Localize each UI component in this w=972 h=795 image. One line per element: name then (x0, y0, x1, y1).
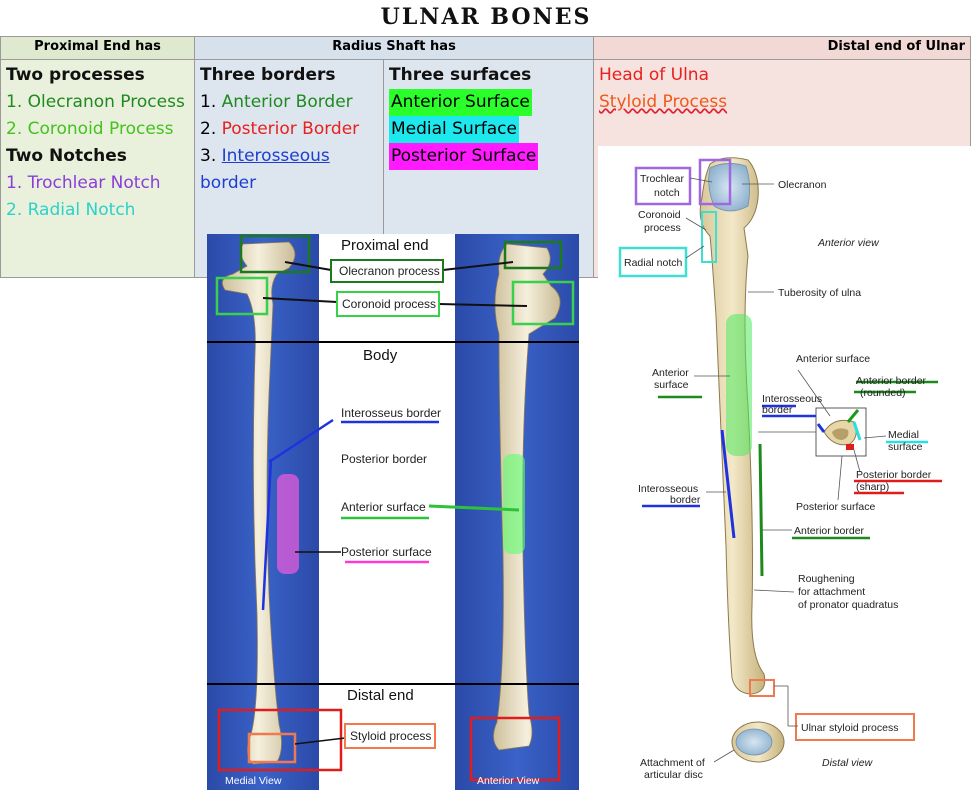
label-roughening-2: for attachment (798, 586, 865, 598)
label-interosseous-right-1: Interosseous (762, 393, 822, 405)
label-anterior-surface: Anterior surface (341, 500, 426, 514)
ulna-diagram-panel: Trochlear notch Coronoid process Radial … (598, 146, 972, 790)
proximal-cell: Two processes 1. Olecranon Process 2. Co… (0, 59, 195, 278)
border-item-anterior: 1. Anterior Border (200, 92, 353, 112)
label-coronoid-2: process (644, 222, 681, 234)
trochlear-item: 1. Trochlear Notch (6, 173, 161, 193)
bone-photo-panel: Proximal end Olecranon process Coronoid … (207, 234, 579, 790)
label-posterior-border-sharp-1: Posterior border (856, 469, 932, 481)
label-medial-surface-2: surface (888, 441, 923, 453)
label-interosseous-right-2: border (762, 404, 793, 416)
label-anterior-view-diagram: Anterior view (817, 237, 880, 249)
label-coronoid-process: Coronoid process (342, 297, 436, 311)
label-distal-view: Distal view (822, 757, 874, 769)
label-roughening-1: Roughening (798, 573, 855, 585)
coronoid-item: 2. Coronoid Process (6, 119, 174, 139)
notches-heading: Two Notches (6, 146, 127, 166)
label-medial-surface-1: Medial (888, 429, 919, 441)
notes-table: Proximal End has Radius Shaft has Distal… (0, 36, 971, 278)
label-olecranon: Olecranon (778, 179, 827, 191)
label-ulnar-styloid: Ulnar styloid process (801, 722, 898, 734)
label-anterior-surface-left-1: Anterior (652, 367, 689, 379)
label-anterior-view-photo: Anterior View (477, 775, 540, 787)
radial-notch-item: 2. Radial Notch (6, 200, 136, 220)
border-item-posterior: 2. Posterior Border (200, 119, 360, 139)
label-posterior-surface: Posterior surface (341, 545, 432, 559)
styloid-process-item: Styloid Process (599, 92, 728, 112)
surface-anterior: Anterior Surface (389, 89, 532, 116)
bone-photo: Proximal end Olecranon process Coronoid … (207, 234, 579, 790)
label-posterior-border: Posterior border (341, 452, 427, 466)
label-anterior-border-rounded-1: Anterior border (856, 375, 927, 387)
col-header-shaft: Radius Shaft has (194, 36, 594, 60)
label-proximal-end: Proximal end (341, 237, 429, 254)
label-olecranon-process: Olecranon process (339, 264, 440, 278)
label-tuberosity: Tuberosity of ulna (778, 287, 861, 299)
label-roughening-3: of pronator quadratus (798, 599, 898, 611)
label-coronoid-1: Coronoid (638, 209, 681, 221)
ulna-diagram: Trochlear notch Coronoid process Radial … (598, 146, 972, 790)
surface-posterior: Posterior Surface (389, 143, 539, 170)
label-interosseous-left-1: Interosseous (638, 483, 698, 495)
surface-medial: Medial Surface (389, 116, 519, 143)
label-body: Body (363, 347, 398, 364)
label-distal-end: Distal end (347, 687, 414, 704)
label-interosseus-border: Interosseus border (341, 406, 441, 420)
border-item-interosseous: 3. Interosseous border (200, 146, 330, 193)
label-articular-disc-1: Attachment of (640, 757, 705, 769)
surfaces-heading: Three surfaces (389, 65, 532, 85)
label-radial-notch: Radial notch (624, 257, 683, 269)
label-anterior-border: Anterior border (794, 525, 865, 537)
label-styloid-process: Styloid process (350, 729, 431, 743)
head-of-ulna: Head of Ulna (599, 65, 710, 85)
label-trochlear-notch-1: Trochlear (640, 173, 684, 185)
label-articular-disc-2: articular disc (644, 769, 703, 781)
processes-heading: Two processes (6, 65, 145, 85)
col-header-proximal: Proximal End has (0, 36, 195, 60)
col-header-distal: Distal end of Ulnar (593, 36, 971, 60)
label-anterior-surface-left-2: surface (654, 379, 689, 391)
label-interosseous-left-2: border (670, 494, 701, 506)
label-trochlear-notch-2: notch (654, 187, 680, 199)
label-medial-view: Medial View (225, 775, 282, 787)
label-anterior-border-rounded-2: (rounded) (860, 387, 906, 399)
page-title: ULNAR BONES (380, 4, 592, 30)
label-anterior-surface-top: Anterior surface (796, 353, 870, 365)
label-posterior-border-sharp-2: (sharp) (856, 481, 889, 493)
borders-heading: Three borders (200, 65, 336, 85)
label-posterior-surface-diagram: Posterior surface (796, 501, 876, 513)
olecranon-item: 1. Olecranon Process (6, 92, 185, 112)
